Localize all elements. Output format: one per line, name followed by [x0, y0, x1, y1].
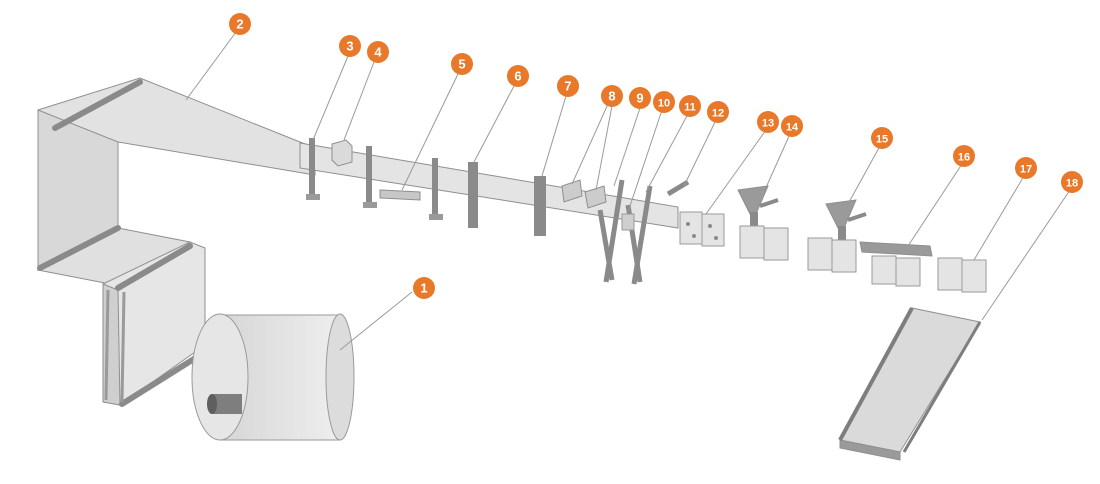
leader-9	[613, 107, 641, 187]
leader-12	[683, 119, 717, 187]
callout-15-label: 15	[876, 134, 888, 146]
callout-16-label: 16	[958, 152, 970, 164]
callout-4-label: 4	[374, 45, 382, 60]
callout-18-label: 18	[1066, 178, 1078, 190]
roller-top	[52, 79, 143, 131]
station-16-top-sealer	[859, 241, 933, 287]
callout-11: 11	[679, 95, 701, 117]
leader-2	[185, 31, 237, 101]
callout-10-label: 10	[658, 98, 670, 110]
station-4-block	[331, 139, 353, 167]
callout-18: 18	[1061, 171, 1083, 193]
station-guide-post-2	[429, 158, 443, 220]
callout-17-label: 17	[1020, 164, 1032, 176]
station-13-pouches	[679, 211, 725, 247]
leader-10	[627, 109, 663, 213]
film-roll	[191, 313, 355, 441]
callout-14-label: 14	[786, 122, 799, 134]
callout-1: 1	[413, 277, 435, 299]
guide-rollers	[37, 79, 208, 407]
roll-face	[191, 313, 249, 441]
station-15-filler	[807, 199, 867, 273]
leader-17	[973, 175, 1025, 261]
station-7-plate	[534, 176, 546, 236]
leader-14	[763, 133, 791, 193]
callout-6-label: 6	[514, 69, 521, 84]
callout-11-label: 11	[684, 102, 696, 114]
callout-13: 13	[757, 111, 779, 133]
callout-1-label: 1	[420, 281, 427, 296]
roller-bottom-4	[104, 289, 110, 401]
roll-shaft-end	[207, 394, 217, 414]
callout-3: 3	[339, 35, 361, 57]
callout-leader-lines	[185, 31, 1071, 351]
leader-4	[343, 61, 375, 141]
station-guide-post-1	[363, 146, 377, 208]
station-5-bar	[379, 189, 421, 201]
station-17-finished-pouches	[937, 257, 987, 293]
leader-1	[339, 291, 413, 351]
station-9-11-cross-bars	[597, 179, 653, 285]
roll-back	[325, 313, 355, 441]
leader-7	[541, 95, 567, 177]
station-3-guide	[306, 138, 320, 200]
callout-8-label: 8	[608, 89, 615, 104]
leader-6	[473, 85, 515, 163]
station-18-chute	[838, 307, 982, 461]
leader-3	[312, 55, 349, 141]
callouts: 1 2 3 4 5 6 7 8 9 10 11 12 13 14 15 16 1…	[229, 13, 1083, 299]
roller-bottom-2	[115, 243, 193, 291]
callout-9: 9	[629, 87, 651, 109]
roller-bottom-5	[120, 291, 126, 403]
callout-3-label: 3	[346, 39, 353, 54]
callout-15: 15	[871, 127, 893, 149]
leader-11	[645, 113, 689, 193]
callout-12-label: 12	[712, 108, 724, 120]
callout-14: 14	[781, 115, 803, 137]
callout-2-label: 2	[236, 17, 243, 32]
callout-17: 17	[1015, 157, 1037, 179]
leader-5	[401, 73, 459, 191]
callout-8: 8	[601, 85, 623, 107]
callout-4: 4	[367, 41, 389, 63]
roll-shaft	[212, 394, 242, 414]
callout-12: 12	[707, 101, 729, 123]
station-14-filler	[737, 185, 789, 261]
callout-16: 16	[953, 145, 975, 167]
callout-13-label: 13	[762, 118, 774, 130]
station-6-plate	[468, 162, 478, 228]
callout-2: 2	[229, 13, 251, 35]
web-strip	[299, 142, 679, 229]
callout-6: 6	[507, 65, 529, 87]
leader-8a	[571, 103, 609, 185]
callout-7: 7	[557, 75, 579, 97]
callout-7-label: 7	[564, 79, 571, 94]
station-8-sealers	[561, 179, 607, 209]
callout-9-label: 9	[636, 91, 643, 106]
callout-5-label: 5	[458, 57, 465, 72]
leader-18	[981, 189, 1071, 321]
callout-10: 10	[653, 91, 675, 113]
leader-15	[847, 145, 881, 205]
roller-bottom-1	[37, 225, 121, 271]
leader-16	[907, 163, 963, 247]
roller-bottom-3	[119, 349, 208, 407]
leader-8b	[595, 105, 613, 191]
callout-5: 5	[451, 53, 473, 75]
film-web	[36, 77, 679, 406]
leader-13	[705, 129, 767, 215]
